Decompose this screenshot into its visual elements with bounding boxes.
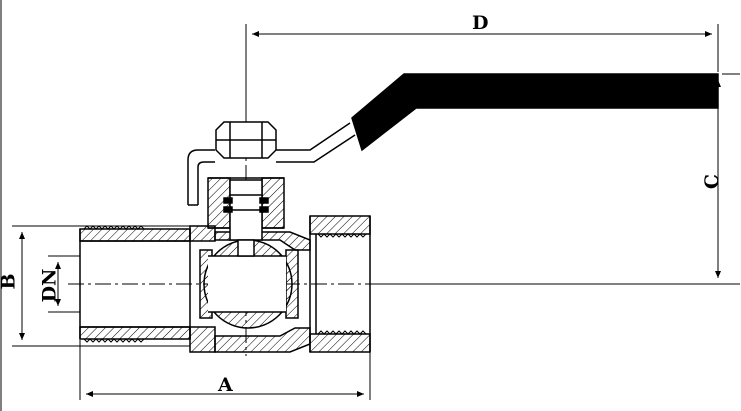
- dimension-label-d: D: [472, 12, 489, 34]
- dimension-label-b: B: [0, 273, 20, 289]
- stem: [223, 179, 269, 257]
- gland-nut: [215, 121, 277, 159]
- dimension-lines: [12, 24, 740, 400]
- dimension-label-c: C: [701, 173, 724, 190]
- dimension-label-dn: DN: [38, 268, 61, 303]
- ball: [203, 239, 293, 329]
- dimension-label-a: A: [218, 374, 233, 396]
- female-threaded-end: [309, 215, 371, 353]
